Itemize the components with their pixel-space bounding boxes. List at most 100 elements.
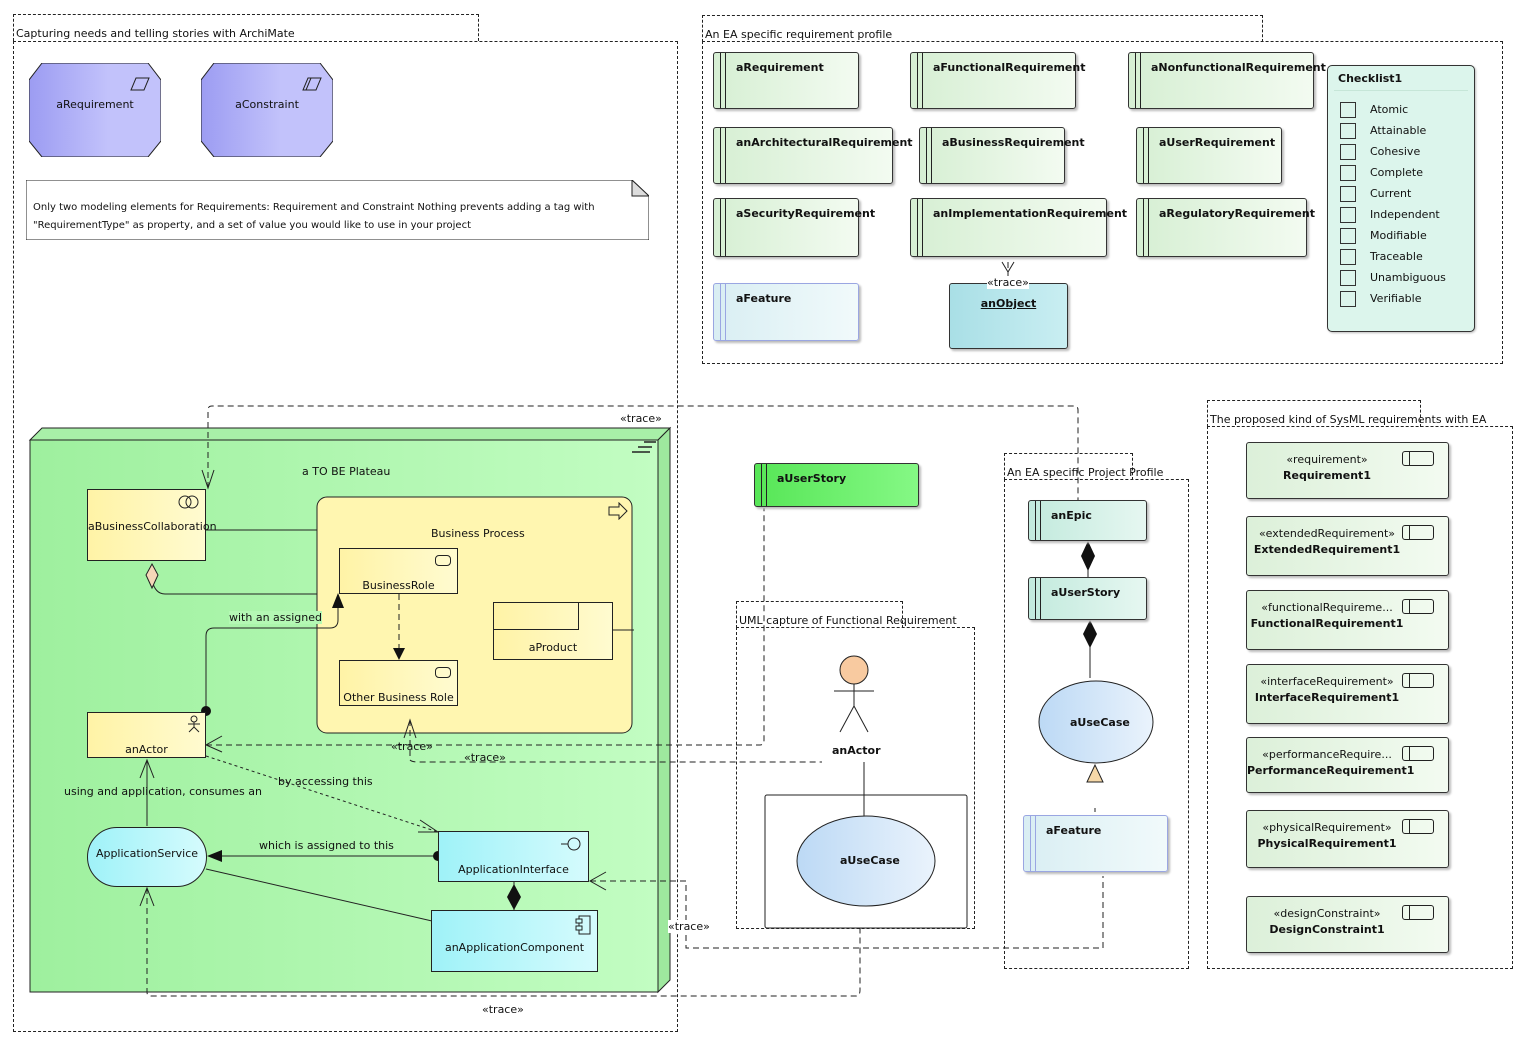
sysml-requirement[interactable]: «interfaceRequirement»InterfaceRequireme… [1246, 664, 1449, 724]
uml-actor-label[interactable]: anActor [832, 744, 881, 757]
ea-feature[interactable]: aFeature [713, 283, 859, 341]
connector-label: by accessing this [278, 775, 373, 788]
double-parallelogram-icon [302, 77, 322, 91]
product[interactable]: aProduct [493, 602, 613, 660]
an-object[interactable]: anObject [949, 283, 1068, 349]
package-ea-requirement-profile [702, 41, 1503, 364]
element-label: aFunctionalRequirement [933, 61, 1086, 74]
feature[interactable]: aFeature [1023, 815, 1168, 872]
use-case-label[interactable]: aUseCase [1070, 716, 1130, 729]
application-interface[interactable]: ApplicationInterface [438, 831, 589, 882]
element-label: ExtendedRequirement1 [1253, 543, 1401, 556]
ea-regulatory-requirement[interactable]: aRegulatoryRequirement [1136, 198, 1315, 257]
ea-security-requirement[interactable]: aSecurityRequirement [713, 198, 875, 257]
package-archimate [13, 41, 678, 1032]
sysml-requirement[interactable]: «performanceRequire...PerformanceRequire… [1246, 737, 1449, 793]
composition-diamond [1081, 541, 1095, 571]
requirement-icon [1402, 905, 1434, 920]
ea-requirement[interactable]: aRequirement [713, 52, 859, 109]
checkbox[interactable] [1340, 207, 1356, 223]
other-business-role[interactable]: Other Business Role [339, 660, 458, 706]
checkbox[interactable] [1340, 228, 1356, 244]
element-label: aUserRequirement [1159, 136, 1276, 149]
element-label: DesignConstraint1 [1269, 923, 1385, 936]
element-label: aRequirement [56, 98, 134, 111]
archimate-requirement[interactable]: aRequirement [29, 63, 161, 157]
checkbox[interactable] [1340, 123, 1356, 139]
ea-functional-requirement[interactable]: aFunctionalRequirement [910, 52, 1086, 109]
application-component[interactable]: anApplicationComponent [431, 910, 598, 972]
element-label: aNonfunctionalRequirement [1151, 61, 1326, 74]
element-label: anImplementationRequirement [933, 207, 1128, 220]
package-archimate-tab[interactable]: Capturing needs and telling stories with… [13, 14, 479, 41]
realization-arrowhead [1086, 763, 1104, 783]
requirement-icon [1402, 599, 1434, 614]
connector-label: with an assigned [229, 611, 323, 624]
package-ea-project-profile [1004, 479, 1189, 969]
checkbox[interactable] [1340, 249, 1356, 265]
element-label: aBusinessRequirement [942, 136, 1085, 149]
business-role[interactable]: BusinessRole [339, 548, 458, 594]
ea-nonfunctional-requirement[interactable]: aNonfunctionalRequirement [1128, 52, 1326, 109]
user-story[interactable]: aUserStory [1028, 577, 1147, 620]
package-sysml [1207, 426, 1513, 969]
trace-label: «trace» [482, 1003, 524, 1016]
requirement-bar-icon [917, 53, 923, 108]
element-label: aFeature [736, 292, 792, 305]
role-icon [435, 667, 451, 678]
epic[interactable]: anEpic [1028, 500, 1147, 541]
ea-user-requirement[interactable]: aUserRequirement [1136, 127, 1282, 184]
sysml-requirement[interactable]: «functionalRequireme...FunctionalRequire… [1246, 590, 1449, 650]
sysml-requirement[interactable]: «extendedRequirement»ExtendedRequirement… [1246, 516, 1449, 576]
checklist-item-label: Atomic [1370, 103, 1409, 116]
package-ea-project-profile-tab[interactable]: An EA specific Project Profile [1004, 453, 1163, 480]
sysml-requirement[interactable]: «physicalRequirement»PhysicalRequirement… [1246, 810, 1449, 868]
checkbox[interactable] [1340, 165, 1356, 181]
package-uml-capture-tab[interactable]: UML capture of Functional Requirement [736, 601, 957, 628]
use-case-label[interactable]: aUseCase [840, 854, 900, 867]
element-label: PerformanceRequirement1 [1247, 764, 1415, 777]
element-label: Requirement1 [1283, 469, 1371, 482]
stereotype-label: «functionalRequireme... [1261, 601, 1393, 614]
checkbox[interactable] [1340, 144, 1356, 160]
aggregation-diamond [145, 562, 159, 590]
ea-architectural-requirement[interactable]: anArchitecturalRequirement [713, 127, 913, 184]
business-actor[interactable]: anActor [87, 712, 206, 758]
note[interactable]: Only two modeling elements for Requireme… [26, 180, 649, 240]
archimate-constraint[interactable]: aConstraint [201, 63, 333, 157]
checkbox[interactable] [1340, 291, 1356, 307]
stereotype-label: «requirement» [1286, 453, 1368, 466]
checkbox[interactable] [1340, 186, 1356, 202]
sysml-requirement[interactable]: «requirement» Requirement1 [1246, 442, 1449, 499]
sysml-requirement[interactable]: «designConstraint»DesignConstraint1 [1246, 896, 1449, 953]
feature-bar-icon [720, 284, 726, 340]
arrowhead [332, 593, 344, 608]
trace-label: «trace» [464, 751, 506, 764]
requirement-icon [1402, 673, 1434, 688]
package-ea-requirement-profile-tab[interactable]: An EA specific requirement profile [702, 15, 1263, 42]
ea-implementation-requirement[interactable]: anImplementationRequirement [910, 198, 1127, 257]
package-uml-capture [736, 627, 975, 929]
element-label: aSecurityRequirement [736, 207, 876, 220]
package-sysml-tab[interactable]: The proposed kind of SysML requirements … [1207, 400, 1486, 427]
trace-label: «trace» [391, 740, 433, 753]
divider [1334, 90, 1468, 91]
trace-label: «trace» [668, 920, 710, 933]
requirement-icon [1402, 746, 1434, 761]
checklist-item-label: Complete [1370, 166, 1424, 179]
business-collaboration[interactable]: aBusinessCollaboration [87, 489, 217, 561]
application-service[interactable]: ApplicationService [87, 827, 207, 887]
plateau-connectors [146, 529, 634, 922]
actor-icon [188, 715, 200, 733]
checkbox[interactable] [1340, 102, 1356, 118]
element-label: anArchitecturalRequirement [736, 136, 913, 149]
element-label: aUserStory [1051, 586, 1121, 599]
use-case-ellipse [1038, 680, 1154, 764]
element-label: aConstraint [235, 98, 299, 111]
element-label: BusinessRole [362, 579, 435, 592]
ea-business-requirement[interactable]: aBusinessRequirement [919, 127, 1085, 184]
checklist-title: Checklist1 [1338, 72, 1403, 85]
user-story-standalone[interactable]: aUserStory [754, 463, 919, 507]
checkbox[interactable] [1340, 270, 1356, 286]
